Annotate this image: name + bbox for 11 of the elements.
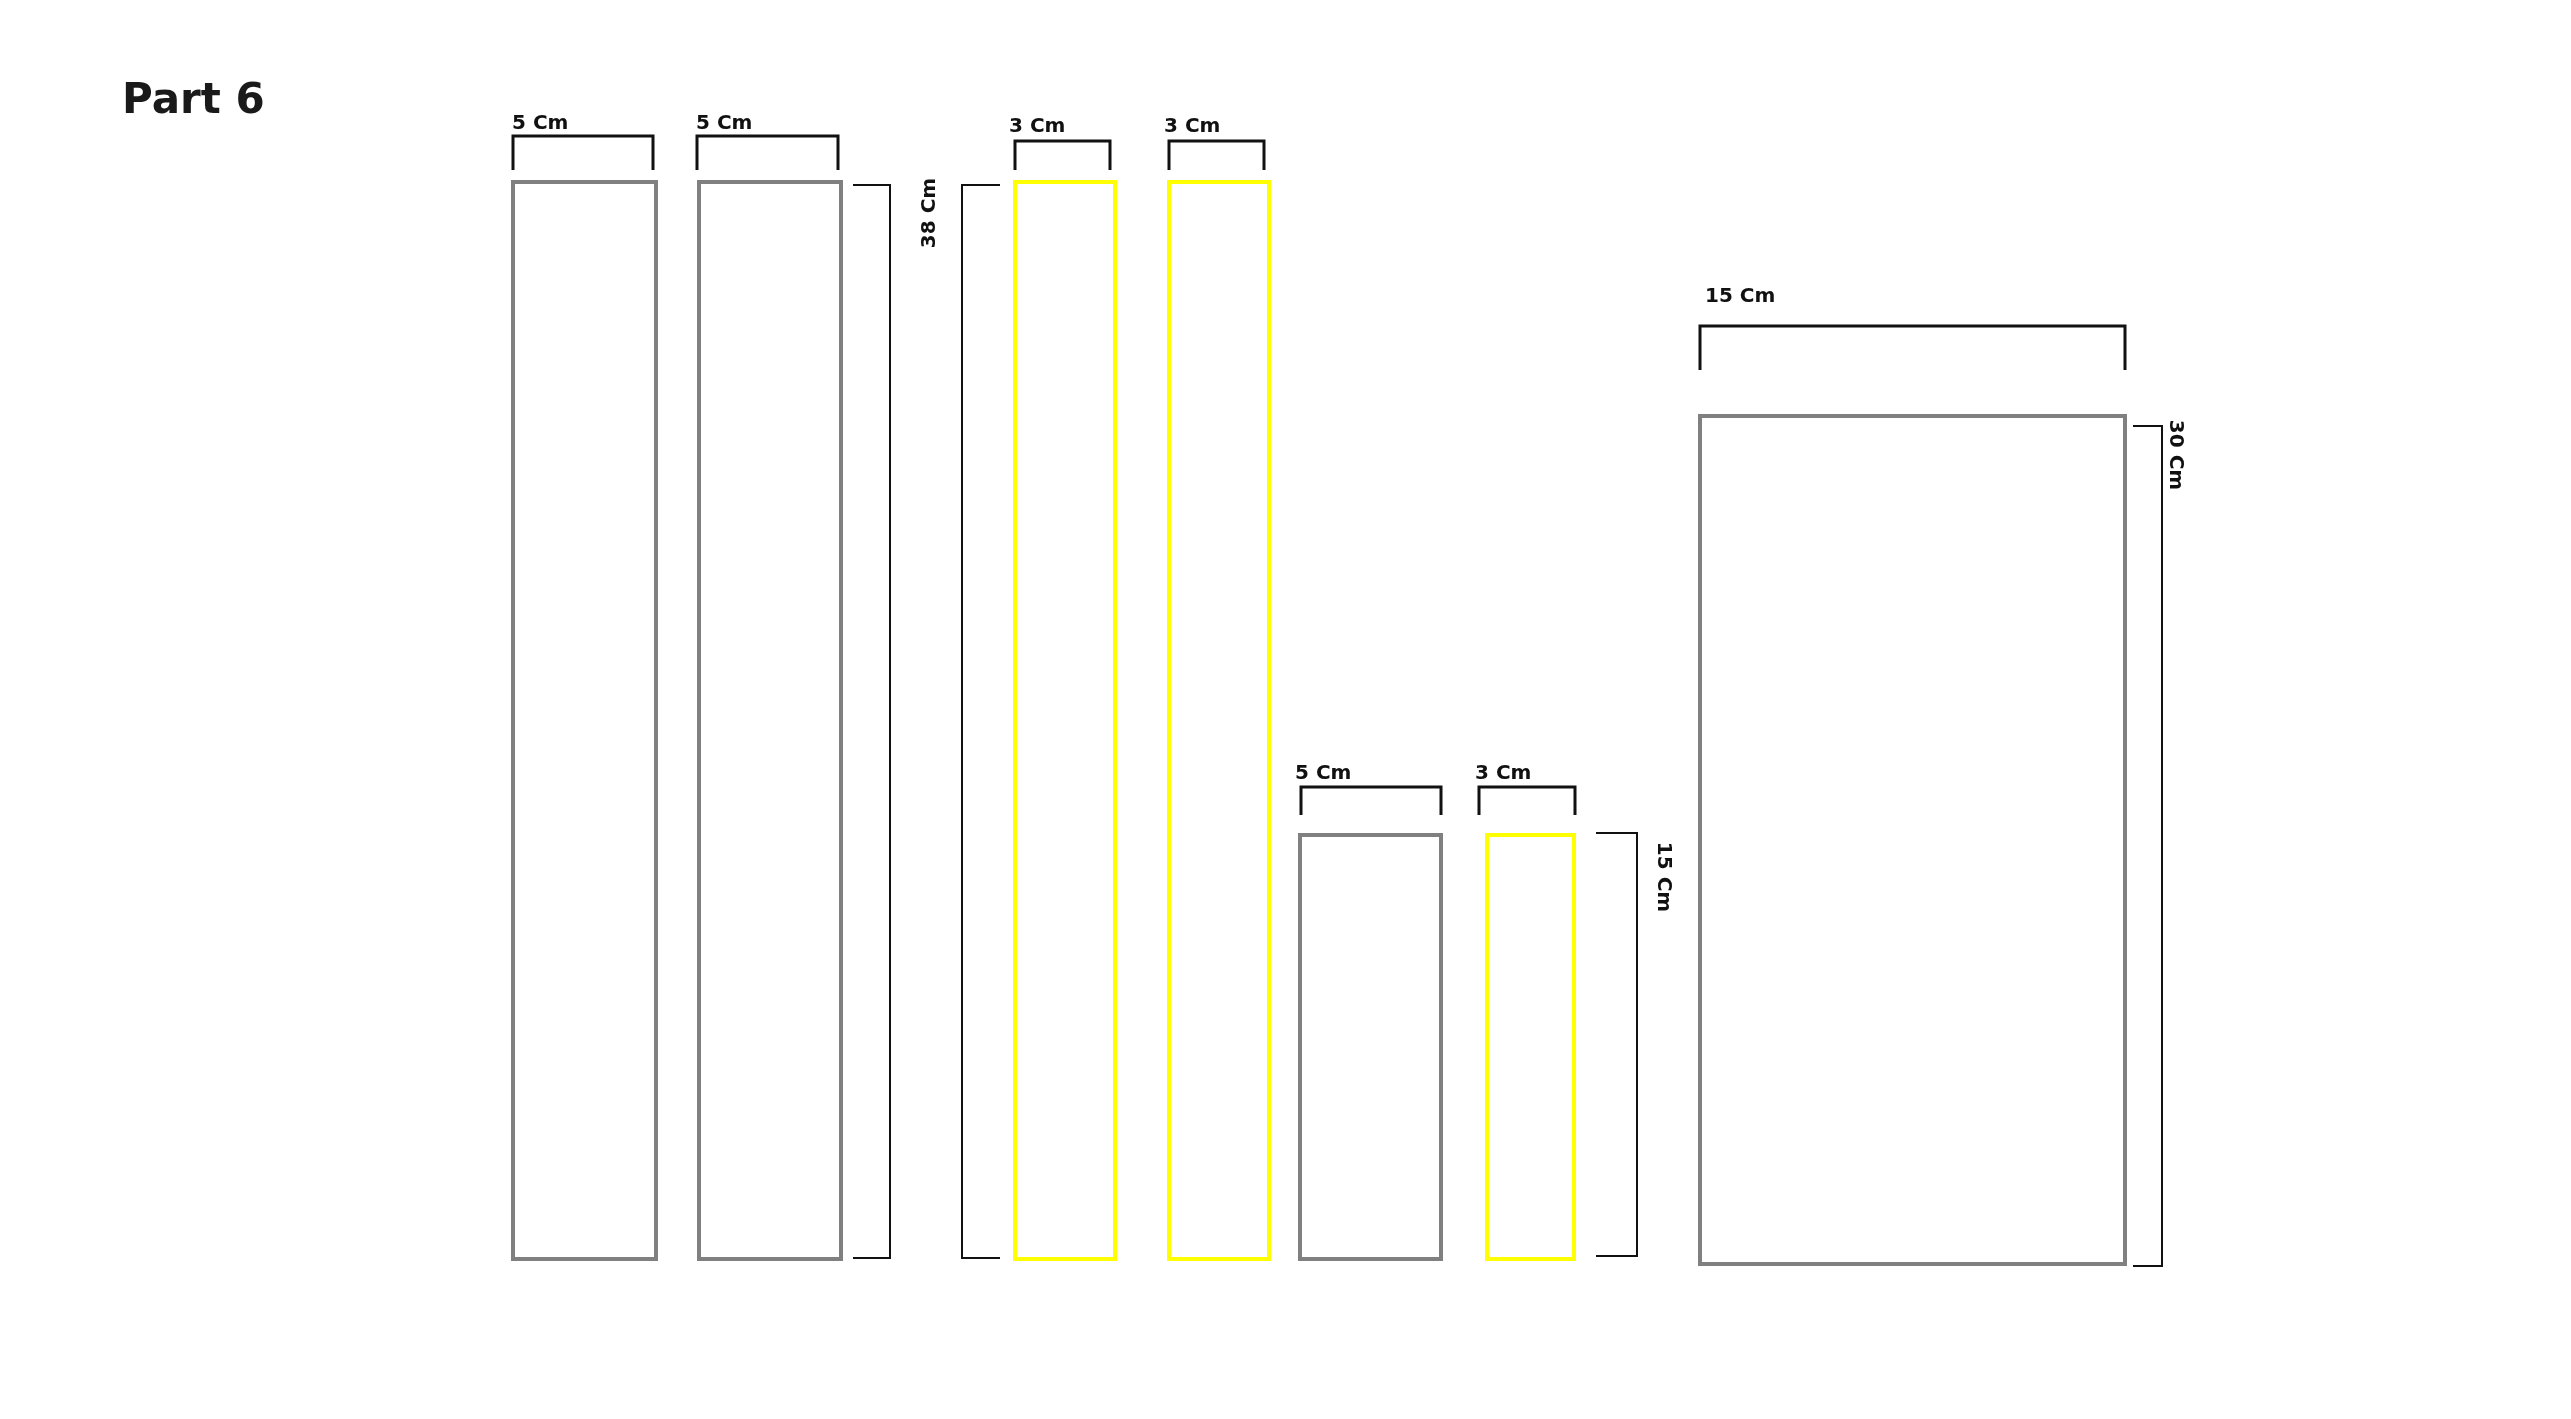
dimension-label: 15 Cm (1655, 841, 1676, 913)
dimension-label: 5 Cm (1295, 762, 1352, 782)
dimension-label: 30 Cm (2167, 419, 2188, 491)
dimension-label: 5 Cm (512, 112, 569, 132)
dimension-label: 15 Cm (1705, 285, 1776, 305)
title: Part 6 (122, 74, 265, 123)
dimension-label: 38 Cm (918, 177, 939, 249)
dimension-label: 3 Cm (1164, 115, 1221, 135)
dimension-label: 5 Cm (696, 112, 753, 132)
dimension-label: 3 Cm (1009, 115, 1066, 135)
dimension-label: 3 Cm (1475, 762, 1532, 782)
